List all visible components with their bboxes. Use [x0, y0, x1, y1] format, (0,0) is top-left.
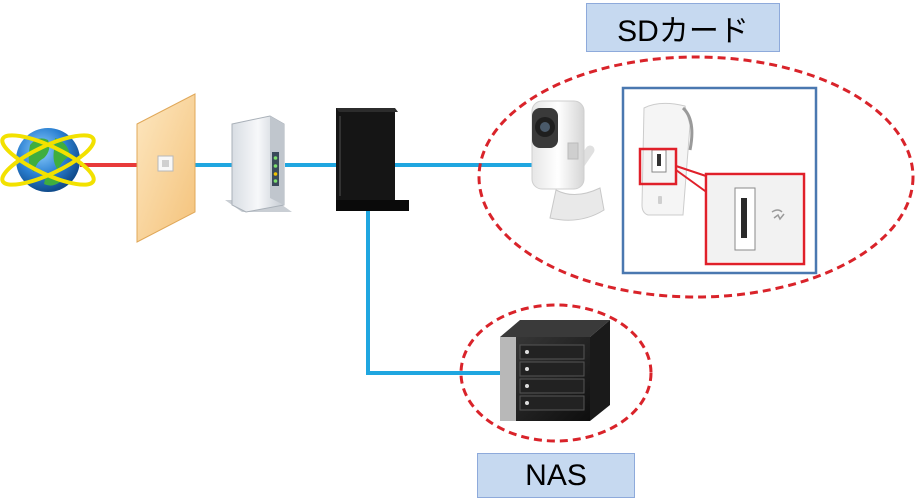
sd-slot-zoom-icon	[704, 172, 806, 266]
modem-icon	[225, 115, 292, 213]
camera-side-view-icon	[641, 102, 694, 216]
nas-highlight-ellipse	[459, 303, 653, 443]
nas-icon	[500, 320, 610, 421]
wall-outlet-icon	[136, 93, 196, 243]
camera-highlight-ellipse	[477, 55, 915, 299]
globe-icon	[0, 128, 96, 192]
nas-label: NAS	[477, 453, 635, 498]
zoom-connector-top	[675, 165, 707, 177]
router-icon	[336, 108, 409, 211]
network-camera-icon	[531, 100, 605, 221]
lan-cable-router-nas	[366, 210, 500, 375]
sd-card-label: SDカード	[586, 3, 780, 52]
